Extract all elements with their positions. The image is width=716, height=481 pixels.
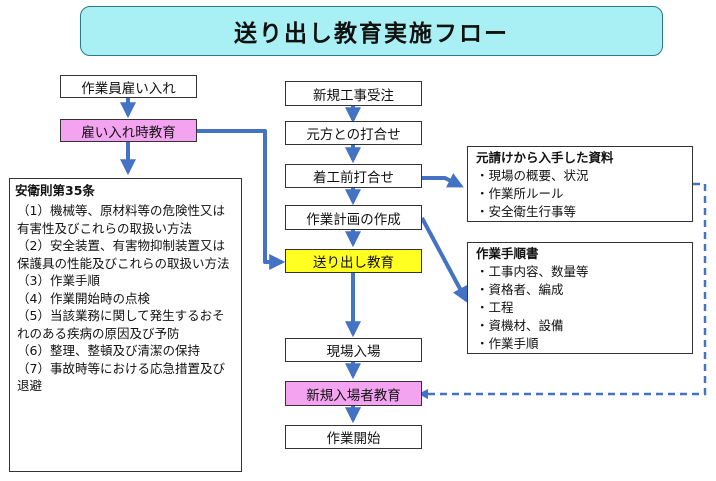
arrow-prestart-to-resources xyxy=(422,173,464,188)
pre-start-meeting-box: 着工前打合せ xyxy=(285,164,422,188)
law-article-panel: 安衛則第35条 （1）機械等、原材料等の危険性又は有害性及びこれらの取扱い方法 … xyxy=(9,178,242,472)
procedure-item: ・工程 xyxy=(476,300,514,315)
new-order-box: 新規工事受注 xyxy=(285,81,422,106)
procedure-item: ・資機材、設備 xyxy=(476,318,564,333)
procedure-item: ・作業手順 xyxy=(476,336,539,351)
newcomer-education-box: 新規入場者教育 xyxy=(285,381,422,406)
resources-item: ・作業所ルール xyxy=(476,186,564,201)
law-item: （5）当該業務に関して発生するおそれのある疾病の原因及び予防 xyxy=(17,308,225,341)
dashed-resources-to-newcomer xyxy=(418,182,707,399)
resources-panel: 元請けから入手した資料 ・現場の概要、状況 ・作業所ルール ・安全衛生行事等 xyxy=(467,146,693,222)
arrow-plan-to-procedure xyxy=(420,217,468,303)
hire-education-box: 雇い入れ時教育 xyxy=(60,119,197,142)
law-item: （3）作業手順 xyxy=(17,273,100,288)
dispatch-education-box: 送り出し教育 xyxy=(285,249,422,273)
procedure-item: ・工事内容、数量等 xyxy=(476,264,589,279)
resources-item: ・安全衛生行事等 xyxy=(476,204,577,219)
procedure-panel: 作業手順書 ・工事内容、数量等 ・資格者、編成 ・工程 ・資機材、設備 ・作業手… xyxy=(467,242,693,354)
law-item: （6）整理、整頓及び清潔の保持 xyxy=(17,343,200,358)
arrow-education-to-dispatch xyxy=(197,129,286,270)
law-item: （1）機械等、原材料等の危険性又は有害性及びこれらの取扱い方法 xyxy=(17,203,225,236)
work-plan-box: 作業計画の作成 xyxy=(285,205,422,230)
hire-box: 作業員雇い入れ xyxy=(60,75,197,98)
law-item: （7）事故時等における応急措置及び退避 xyxy=(17,360,225,394)
law-item: （4）作業開始時の点検 xyxy=(17,290,150,306)
site-entry-box: 現場入場 xyxy=(285,338,422,362)
resources-item: ・現場の概要、状況 xyxy=(476,168,589,183)
law-item: （2）安全装置、有害物抑制装置又は保護具の性能及びこれらの取扱い方法 xyxy=(17,238,230,271)
procedure-item: ・資格者、編成 xyxy=(476,282,564,297)
page-title: 送り出し教育実施フロー xyxy=(80,6,663,56)
law-heading: 安衛則第35条 xyxy=(15,183,95,198)
resources-heading: 元請けから入手した資料 xyxy=(476,150,614,165)
work-start-box: 作業開始 xyxy=(285,425,422,449)
procedure-heading: 作業手順書 xyxy=(476,246,539,261)
prime-meeting-box: 元方との打合せ xyxy=(285,121,422,145)
